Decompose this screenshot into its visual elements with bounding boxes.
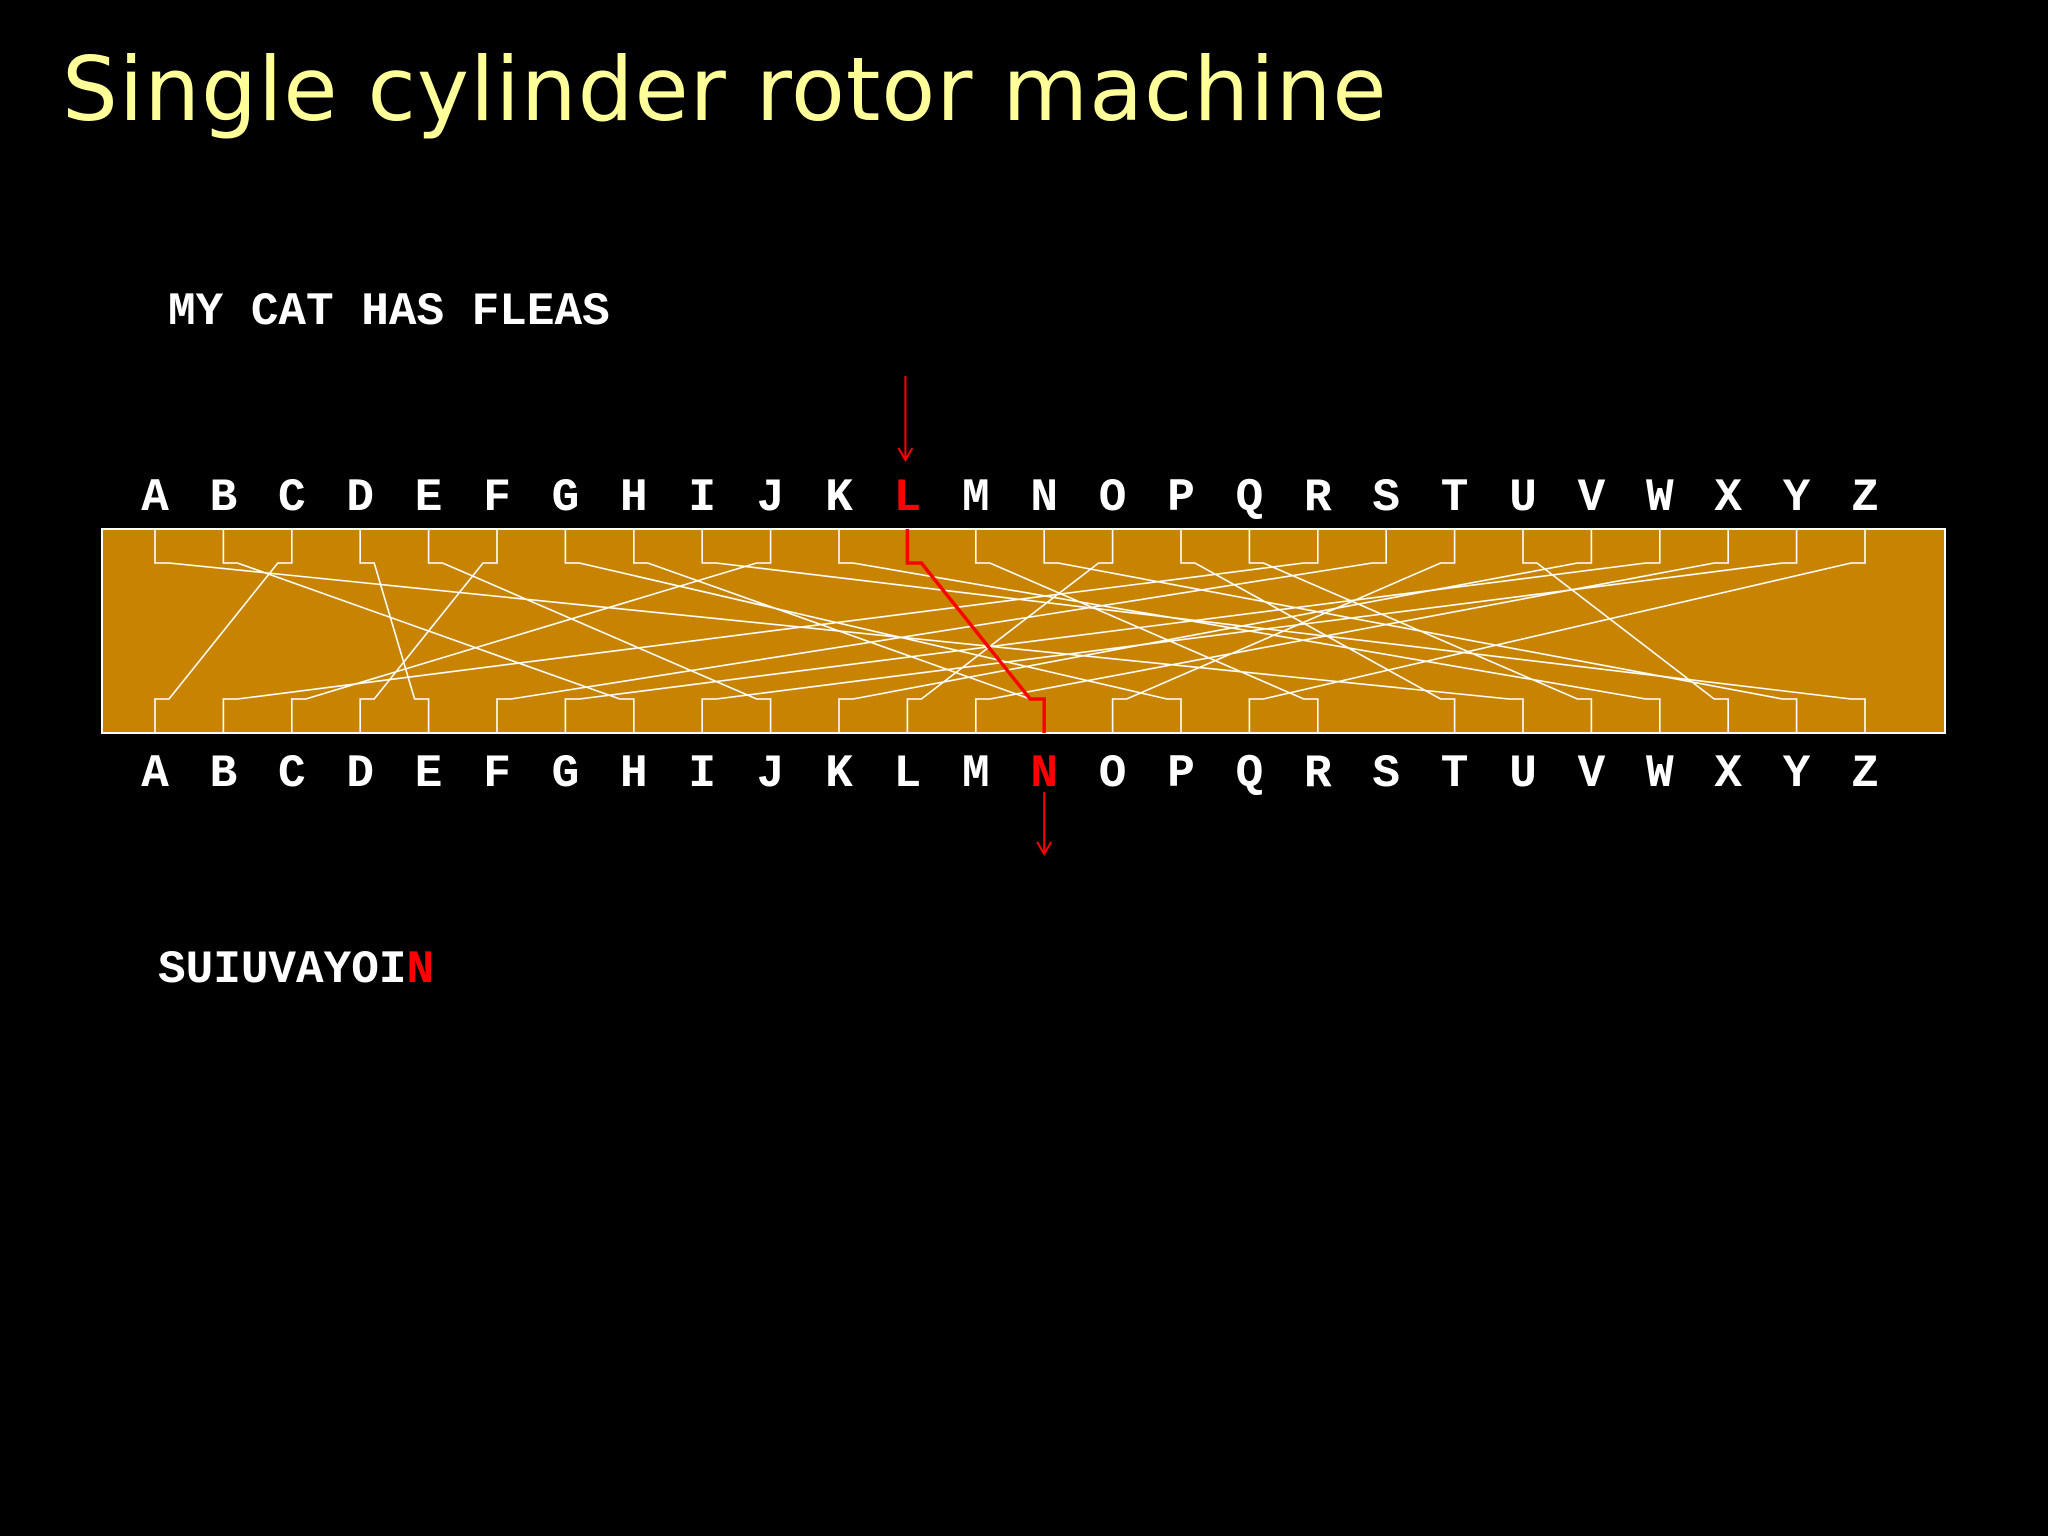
ciphertext-prefix: SUIUVAYOI (158, 944, 407, 996)
input-letter-d: D (346, 472, 374, 524)
output-letter-w: W (1646, 748, 1674, 800)
output-letter-k: K (825, 748, 853, 800)
rotor-wire-f (359, 529, 498, 733)
rotor-wire-w (564, 529, 1661, 733)
active-wire (905, 529, 1046, 733)
rotor-wire-v (838, 529, 1593, 733)
output-letter-h: H (620, 748, 648, 800)
output-letter-q: Q (1236, 748, 1264, 800)
input-letter-g: G (552, 472, 580, 524)
output-letter-v: V (1578, 748, 1606, 800)
input-letter-i: I (688, 472, 716, 524)
ciphertext-current-letter: N (406, 944, 435, 996)
input-arrow-head (897, 447, 914, 462)
input-letter-c: C (278, 472, 306, 524)
output-letter-d: D (346, 748, 374, 800)
plaintext-message: MY CAT HAS FLEAS (168, 286, 610, 338)
output-letter-g: G (552, 748, 580, 800)
rotor-wires (154, 529, 1866, 733)
rotor-wire-g (564, 529, 1182, 733)
input-letter-j: J (757, 472, 785, 524)
rotor-wire-c (154, 529, 293, 733)
rotor-cylinder (101, 528, 1946, 734)
rotor-wire-y (701, 529, 1798, 733)
input-letter-e: E (415, 472, 443, 524)
output-letter-l: L (894, 748, 922, 800)
input-letter-s: S (1372, 472, 1400, 524)
output-letter-f: F (483, 748, 511, 800)
rotor-wire-e (427, 529, 772, 733)
output-letter-z: Z (1851, 748, 1879, 800)
rotor-wire-t (1111, 529, 1456, 733)
rotor-wire-r (222, 529, 1319, 733)
input-letter-p: P (1167, 472, 1195, 524)
output-letter-n: N (1030, 748, 1058, 800)
output-letter-u: U (1509, 748, 1537, 800)
rotor-wire-q (1248, 529, 1593, 733)
rotor-wire-o (906, 529, 1114, 733)
signal-arrows (897, 376, 1053, 856)
rotor-wire-d (359, 529, 430, 733)
input-letter-r: R (1304, 472, 1332, 524)
rotor-wire-x (975, 529, 1729, 733)
input-letter-x: X (1714, 472, 1742, 524)
rotor-wire-p (1180, 529, 1456, 733)
output-letter-i: I (688, 748, 716, 800)
output-letter-c: C (278, 748, 306, 800)
output-letter-o: O (1099, 748, 1127, 800)
input-letter-l: L (894, 472, 922, 524)
rotor-wire-m (975, 529, 1319, 733)
input-letter-y: Y (1783, 472, 1811, 524)
input-letter-o: O (1099, 472, 1127, 524)
input-letter-t: T (1441, 472, 1469, 524)
input-letter-m: M (962, 472, 990, 524)
output-letter-e: E (415, 748, 443, 800)
input-letter-v: V (1578, 472, 1606, 524)
output-arrow-head (1036, 841, 1053, 856)
input-letter-f: F (483, 472, 511, 524)
rotor-wire-j (291, 529, 772, 733)
input-letter-b: B (210, 472, 238, 524)
output-letter-y: Y (1783, 748, 1811, 800)
output-letter-p: P (1167, 748, 1195, 800)
output-letter-m: M (962, 748, 990, 800)
rotor-wire-u (1522, 529, 1729, 733)
input-letter-w: W (1646, 472, 1674, 524)
input-letter-h: H (620, 472, 648, 524)
input-letter-a: A (141, 472, 169, 524)
input-letter-q: Q (1236, 472, 1264, 524)
output-letter-t: T (1441, 748, 1469, 800)
input-letter-k: K (825, 472, 853, 524)
input-letter-n: N (1030, 472, 1058, 524)
rotor-wire-s (496, 529, 1387, 733)
output-letter-j: J (757, 748, 785, 800)
ciphertext-output: SUIUVAYOIN (158, 944, 434, 996)
input-letter-z: Z (1851, 472, 1879, 524)
output-letter-s: S (1372, 748, 1400, 800)
rotor-wire-z (1248, 529, 1866, 733)
slide-title: Single cylinder rotor machine (62, 38, 1388, 141)
output-letter-b: B (210, 748, 238, 800)
input-letter-u: U (1509, 472, 1537, 524)
output-letter-r: R (1304, 748, 1332, 800)
output-letter-x: X (1714, 748, 1742, 800)
output-letter-a: A (141, 748, 169, 800)
